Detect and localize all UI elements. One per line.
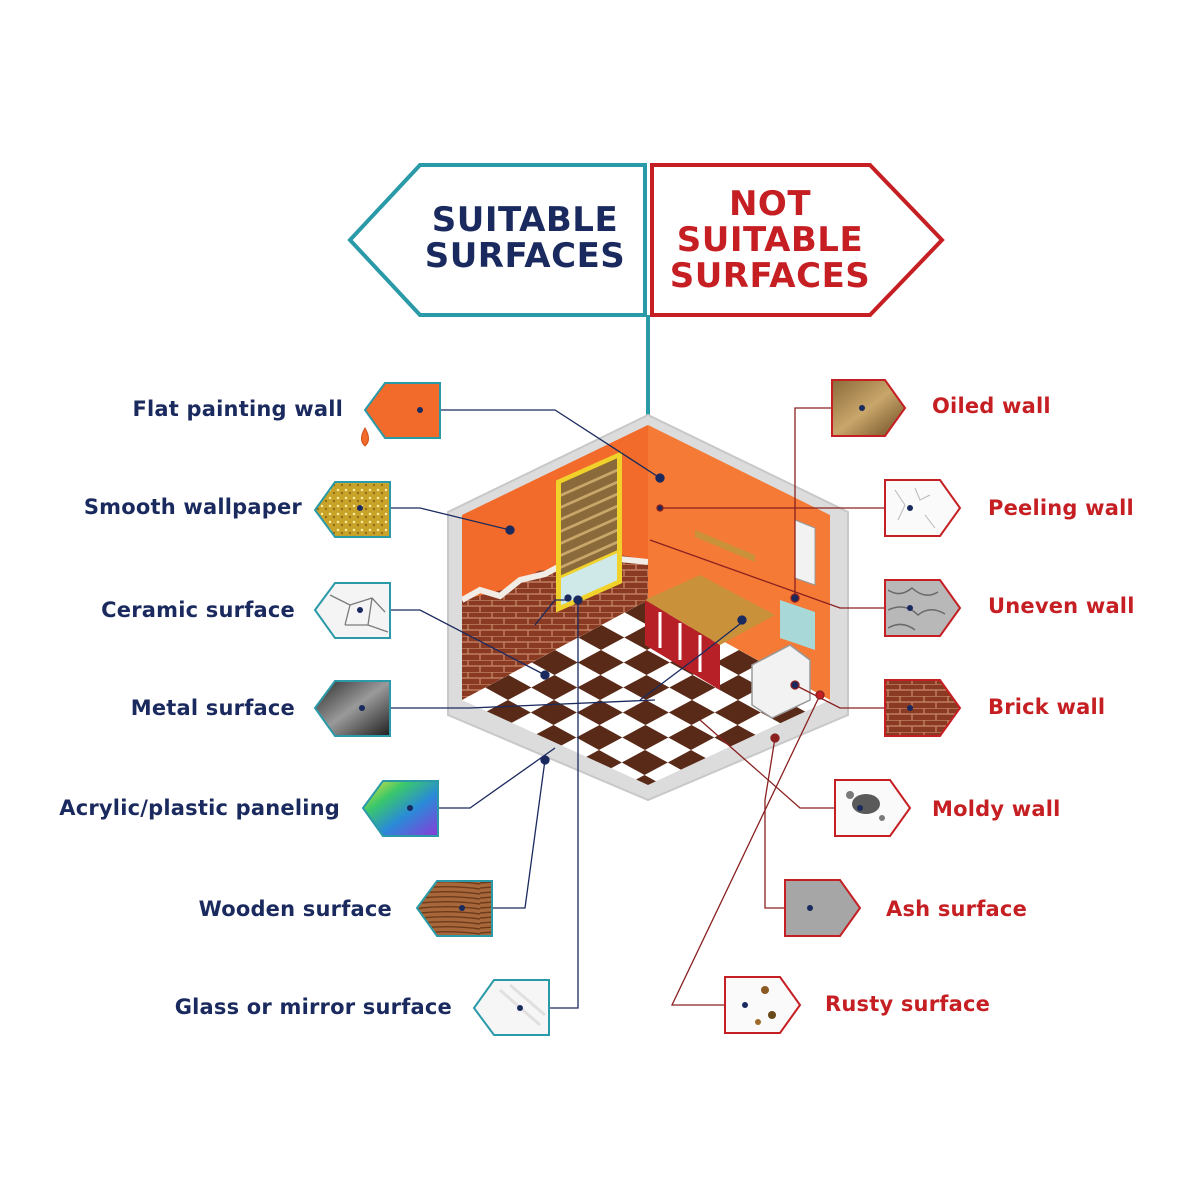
brick-swatch-icon (884, 679, 962, 737)
label-glass-or-mirror-surface: Glass or mirror surface (174, 995, 452, 1019)
floor-tile (577, 675, 624, 700)
floor-tile (577, 650, 624, 675)
mold-stain-swatch-icon (834, 779, 912, 837)
floor-tile (578, 625, 625, 650)
not-suitable-surfaces-heading: NOT SUITABLE SURFACES (650, 186, 890, 294)
suitable-heading-line: SURFACES (424, 236, 626, 276)
label-acrylic-plastic-paneling: Acrylic/plastic paneling (59, 796, 340, 820)
brushed-metal-swatch-icon (313, 680, 391, 737)
kitchen-counter-top (645, 575, 775, 645)
glass-swatch-icon (472, 979, 550, 1036)
label-brick-wall: Brick wall (988, 695, 1106, 719)
not-suitable-heading-line: NOT (728, 184, 812, 224)
peeling-paint-swatch-icon (884, 479, 962, 537)
suitable-surfaces-banner (347, 163, 647, 317)
floor-tile (485, 675, 532, 700)
backsplash-panel (780, 600, 815, 650)
floor-tile (714, 725, 761, 750)
label-flat-painting-wall: Flat painting wall (132, 397, 343, 421)
range-hood (794, 519, 816, 586)
label-ceramic-surface: Ceramic surface (101, 598, 295, 622)
not-suitable-heading-line: SUITABLE (676, 220, 864, 260)
label-moldy-wall: Moldy wall (932, 797, 1061, 821)
floor-tile (714, 700, 761, 725)
oiled-wood-swatch-icon (831, 379, 907, 437)
floor-tile (621, 750, 668, 775)
floor-tile (530, 700, 577, 725)
label-ash-surface: Ash surface (886, 897, 1028, 921)
wood-grain-swatch-icon (415, 880, 493, 937)
label-wooden-surface: Wooden surface (198, 897, 392, 921)
label-metal-surface: Metal surface (130, 696, 295, 720)
floor-tile (715, 650, 762, 675)
floor-tile (576, 725, 623, 750)
floor-tile (623, 650, 670, 675)
room-illustration (447, 413, 849, 802)
stove (751, 644, 811, 719)
gold-glitter-wallpaper-swatch-icon (313, 481, 391, 538)
uneven-stone-swatch-icon (884, 579, 962, 637)
iridescent-acrylic-swatch-icon (361, 780, 439, 837)
not-suitable-surfaces-banner (650, 163, 945, 317)
not-suitable-heading-line: SURFACES (669, 256, 871, 296)
floor-tile (669, 675, 716, 700)
floor-tile (531, 650, 578, 675)
label-smooth-wallpaper: Smooth wallpaper (83, 495, 302, 519)
label-rusty-surface: Rusty surface (825, 992, 991, 1016)
floor-tile (531, 675, 578, 700)
label-peeling-wall: Peeling wall (988, 496, 1134, 520)
floor-tile (576, 700, 623, 725)
exposed-brick-area (462, 555, 648, 700)
rust-spots-swatch-icon (724, 976, 802, 1034)
floor-tile (715, 675, 762, 700)
floor-tile (667, 750, 714, 775)
floor-tile (623, 675, 670, 700)
label-uneven-wall: Uneven wall (988, 594, 1135, 618)
orange-paint-swatch-icon (361, 382, 441, 447)
cracked-ceramic-swatch-icon (313, 582, 391, 639)
floor-tile (622, 725, 669, 750)
suitable-heading-line: SUITABLE (431, 200, 619, 240)
label-oiled-wall: Oiled wall (932, 394, 1051, 418)
grey-ash-swatch-icon (784, 879, 862, 937)
wall-shelf (695, 530, 755, 562)
suitable-surfaces-heading: SUITABLE SURFACES (400, 202, 650, 274)
floor-tile (668, 700, 715, 725)
floor-tile (622, 700, 669, 725)
floor-tile (621, 775, 668, 785)
window-blind (561, 458, 617, 606)
floor-tile (668, 725, 715, 750)
